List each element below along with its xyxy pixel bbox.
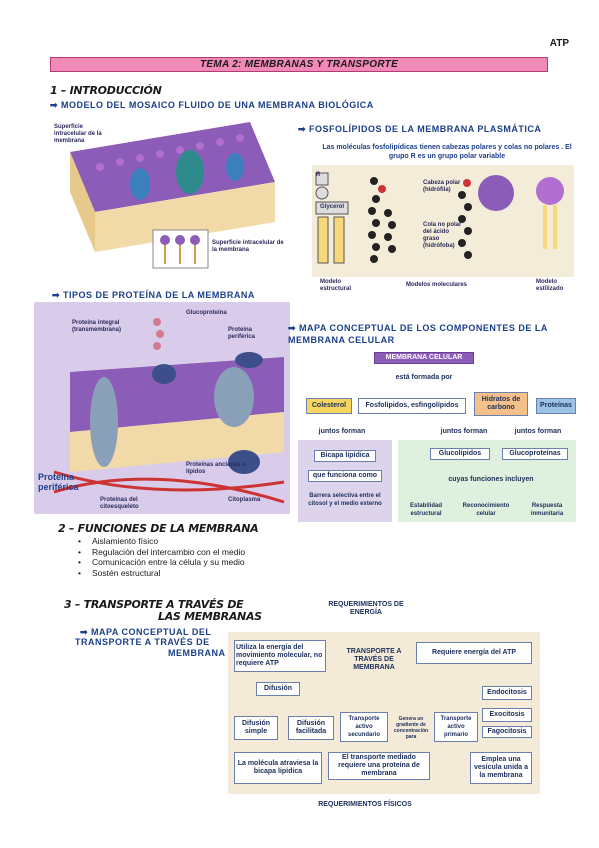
atp-label: ATP [549, 38, 569, 49]
tm-utiliza: Utiliza la energía del movimiento molecu… [234, 640, 326, 672]
phospho-r: R [316, 172, 321, 178]
tm-endocitosis: Endocitosis [482, 686, 532, 700]
mosaic-subheading: ➡ MODELO DEL MOSAICO FLUIDO DE UNA MEMBR… [50, 100, 374, 110]
glucoprotein-label: Glucoproteína [186, 310, 227, 316]
cm-barrera: Barrera selectiva entre el citosol y el … [308, 493, 382, 507]
transport-sub-3: MEMBRANA [168, 648, 226, 658]
phospho-tail-label: Cola no polar del ácido graso (hidrófoba… [423, 222, 462, 249]
transport-concept-map: Utiliza la energía del movimiento molecu… [228, 632, 540, 794]
tm-primario: Transporte activo primario [434, 712, 478, 742]
concept-subheading: ➡ MAPA CONCEPTUAL DE LOS COMPONENTES DE … [288, 323, 548, 345]
model-molecular: Modelos moleculares [406, 282, 468, 288]
phospho-caption: Las moléculas fosfolipídicas tienen cabe… [322, 144, 572, 160]
tm-req-fisicos: REQUERIMIENTOS FÍSICOS [318, 801, 412, 808]
tm-molecula: La molécula atraviesa la bicapa lipídica [234, 752, 322, 784]
membrane-concept-map: MEMBRANA CELULAR está formada por Colest… [296, 352, 578, 522]
protein-integral-label: Proteína integral (transmembrana) [72, 320, 122, 333]
cm-reconocimiento: Reconocimiento celular [462, 503, 510, 517]
cm-colesterol: Colesterol [306, 398, 352, 414]
tm-facilitada: Difusión facilitada [288, 716, 334, 740]
mosaic-label-top: Superficie intracelular de la membrana [54, 124, 102, 144]
cytoskeleton-label: Proteínas del citoesqueleto [100, 497, 139, 510]
functions-list: Aislamiento físico Regulación del interc… [78, 536, 245, 578]
tm-difusion: Difusión [256, 682, 300, 696]
phospho-subheading: ➡ FOSFOLÍPIDOS DE LA MEMBRANA PLASMÁTICA [298, 124, 542, 134]
membrane-proteins-figure [34, 302, 290, 514]
cm-juntos2: juntos forman [440, 428, 488, 435]
cm-glucolipidos: Glucolípidos [430, 448, 490, 460]
list-item: Comunicación entre la célula y su medio [78, 557, 245, 568]
cm-funciona: que funciona como [308, 470, 382, 482]
phospholipid-figure [312, 165, 574, 277]
cm-funciones: cuyas funciones incluyen [448, 476, 534, 483]
phospho-head-label: Cabeza polar (hidrófila) [423, 180, 461, 193]
proteins-subheading: ➡ TIPOS DE PROTEÍNA DE LA MEMBRANA [52, 290, 255, 300]
mosaic-label-bottom: Superficie intracelular de la membrana [212, 240, 284, 253]
section3-heading-line2: LAS MEMBRANAS [158, 610, 262, 623]
tm-vesicula: Emplea una vesícula unida a la membrana [470, 752, 532, 784]
tm-secundario: Transporte activo secundario [340, 712, 388, 742]
tm-requiere: Requiere energía del ATP [416, 642, 532, 664]
cm-formed: está formada por [395, 374, 453, 381]
transport-sub-1: ➡ MAPA CONCEPTUAL DEL [80, 627, 212, 637]
cm-estabilidad: Estabilidad estructural [409, 503, 442, 517]
section2-heading: 2 – FUNCIONES DE LA MEMBRANA [58, 522, 259, 535]
cm-fosfolipidos: Fosfolípidos, esfingolípidos [358, 398, 466, 414]
list-item: Aislamiento físico [78, 536, 245, 547]
list-item: Sostén estructural [78, 568, 245, 579]
page-title: TEMA 2: MEMBRANAS Y TRANSPORTE [50, 57, 548, 72]
tm-exocitosis: Exocitosis [482, 708, 532, 722]
tm-mediado: El transporte mediado requiere una prote… [328, 752, 430, 780]
tm-req-energia: REQUERIMIENTOS DE ENERGÍA [328, 601, 404, 616]
anchored-label: Proteínas ancladas a lípidos [186, 462, 246, 475]
phospho-glycerol: Glycerol [320, 204, 345, 210]
cytoplasm-label: Citoplasma [228, 497, 261, 503]
cm-respuesta: Respuesta inmunitaria [530, 503, 564, 517]
tm-transporte: TRANSPORTE A TRAVÉS DE MEMBRANA [346, 648, 402, 671]
tm-fagocitosis: Fagocitosis [482, 726, 532, 738]
tm-gradiente: Genera un gradiente de concentración par… [393, 716, 429, 740]
fluid-mosaic-figure [50, 112, 290, 272]
cm-hidratos: Hidratos de carbono [474, 392, 528, 416]
cm-glucoproteinas: Glucoproteínas [502, 448, 568, 460]
model-stylized: Modelo estilizado [536, 279, 564, 292]
transport-sub-2: TRANSPORTE A TRAVÉS DE [75, 637, 210, 647]
peripheral-top-label: Proteína periférica [228, 327, 256, 340]
cm-bicapa: Bicapa lipídica [314, 450, 376, 462]
cm-juntos1: juntos forman [318, 428, 366, 435]
list-item: Regulación del intercambio con el medio [78, 547, 245, 558]
cm-juntos3: juntos forman [514, 428, 562, 435]
cm-proteinas: Proteínas [536, 398, 576, 414]
section1-heading: 1 – INTRODUCCIÓN [50, 84, 162, 97]
section3-heading-line1: 3 – TRANSPORTE A TRAVÉS DE [64, 598, 244, 611]
cm-root: MEMBRANA CELULAR [374, 352, 474, 364]
peripheral-big-label: Proteína periférica [38, 472, 79, 492]
model-structural: Modelo estructural [320, 279, 352, 292]
tm-simple: Difusión simple [234, 716, 278, 740]
